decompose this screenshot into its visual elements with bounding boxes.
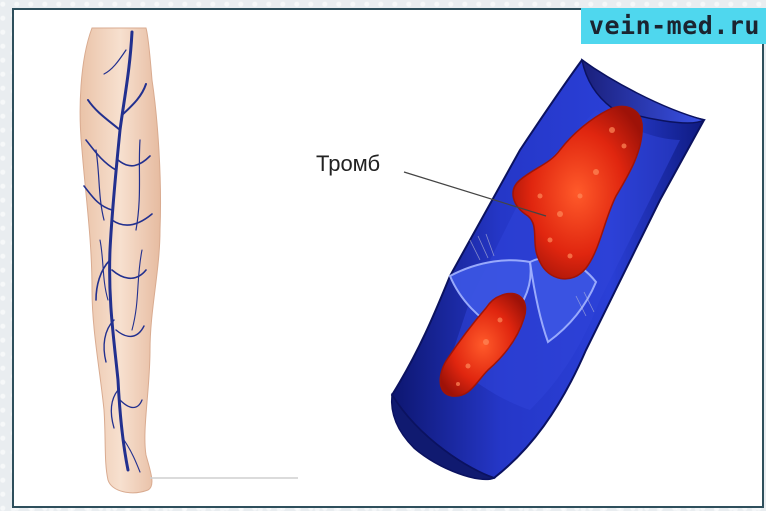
site-watermark: vein-med.ru [581, 8, 766, 44]
leg-figure [80, 28, 298, 493]
vein-cross-section [392, 60, 704, 479]
thrombus-label: Тромб [316, 151, 380, 177]
